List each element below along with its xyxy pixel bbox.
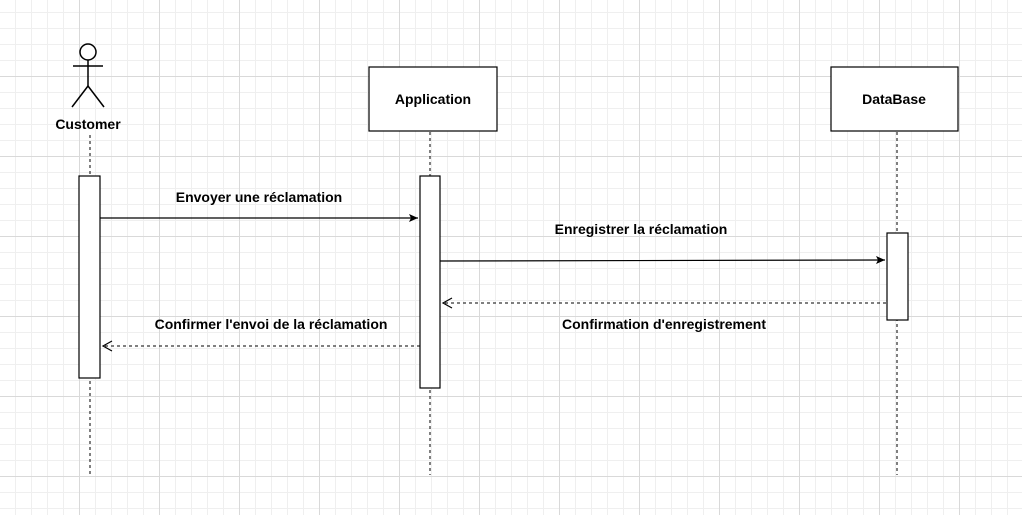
message-arrow	[439, 256, 886, 265]
actor-customer-label: Customer	[55, 116, 121, 132]
message-label: Enregistrer la réclamation	[555, 221, 728, 237]
participant-application-label: Application	[395, 91, 471, 107]
actor-right-leg	[87, 85, 105, 108]
message-confirmer[interactable]: Confirmer l'envoi de la réclamation	[101, 316, 420, 352]
participant-database[interactable]: DataBase	[830, 66, 959, 132]
participant-database-label: DataBase	[862, 91, 926, 107]
message-envoyer[interactable]: Envoyer une réclamation	[100, 189, 418, 222]
participant-box	[830, 66, 959, 132]
actor-head	[79, 43, 97, 61]
message-label: Envoyer une réclamation	[176, 189, 343, 205]
arrowhead	[101, 340, 113, 352]
arrowhead	[441, 297, 453, 309]
message-label: Confirmer l'envoi de la réclamation	[155, 316, 388, 332]
participant-box	[368, 66, 498, 132]
actor-left-leg	[71, 85, 89, 108]
activation-customer[interactable]	[78, 175, 101, 379]
activation-database[interactable]	[886, 232, 909, 321]
participant-application[interactable]: Application	[368, 66, 498, 132]
message-enregistrer[interactable]: Enregistrer la réclamation	[439, 221, 886, 265]
message-label: Confirmation d'enregistrement	[562, 316, 766, 332]
message-confirmation[interactable]: Confirmation d'enregistrement	[441, 297, 886, 332]
activation-application[interactable]	[419, 175, 441, 389]
actor-customer[interactable]: Customer	[55, 43, 121, 132]
